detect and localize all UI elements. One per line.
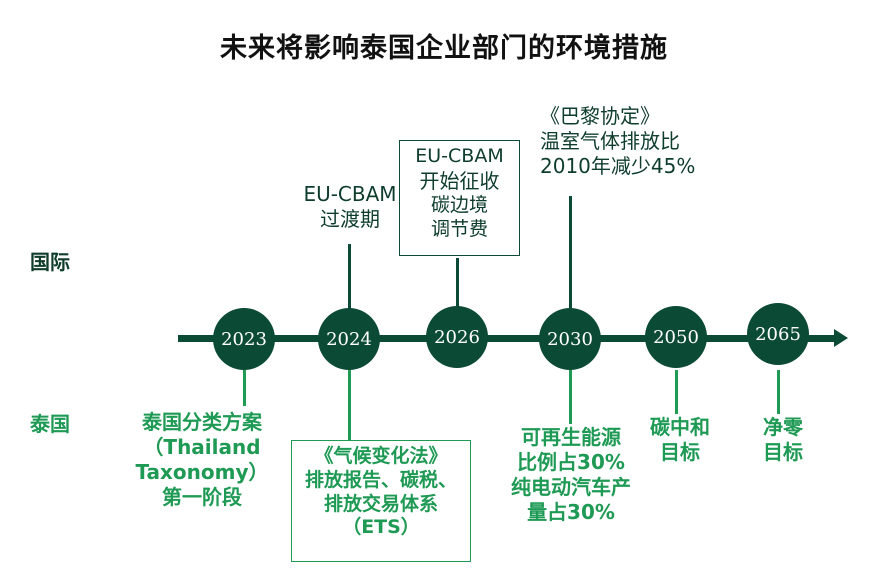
thai-2065-text: 净零 目标 bbox=[748, 415, 818, 465]
thai-2050-text: 碳中和 目标 bbox=[640, 415, 720, 465]
thai-2023-line-2: （Thailand bbox=[143, 435, 261, 459]
thai-2065-line-1: 净零 bbox=[763, 415, 803, 439]
thai-2024-line-3: 排放交易体系 bbox=[323, 492, 438, 515]
year-node-2024: 2024 bbox=[318, 308, 380, 370]
thai-2024-line-2: 排放报告、碳税、 bbox=[304, 468, 457, 491]
year-node-2023: 2023 bbox=[213, 308, 275, 370]
intl-2026-line-2: 开始征收 bbox=[419, 168, 500, 193]
connector-2023-thai bbox=[243, 370, 246, 406]
intl-2024-line-2: 过渡期 bbox=[320, 207, 380, 231]
connector-2050-thai bbox=[675, 370, 678, 414]
thai-2023-line-1: 泰国分类方案 bbox=[142, 410, 262, 434]
international-label: 国际 bbox=[30, 250, 70, 274]
timeline-arrow-icon bbox=[834, 329, 848, 347]
intl-2030-line-3: 2010年减少45% bbox=[540, 154, 696, 178]
intl-2026-box: EU-CBAM 开始征收 碳边境 调节费 bbox=[399, 140, 520, 256]
thai-2023-line-3: Taxonomy） bbox=[135, 460, 269, 484]
intl-2024-line-1: EU-CBAM bbox=[303, 182, 397, 206]
thai-2024-line-4: （ETS） bbox=[342, 516, 420, 539]
year-node-2065: 2065 bbox=[747, 303, 809, 365]
thailand-label: 泰国 bbox=[30, 412, 70, 436]
thai-2030-line-4: 量占30% bbox=[527, 500, 615, 524]
intl-2026-line-4: 调节费 bbox=[430, 217, 488, 240]
intl-2030-text: 《巴黎协定》 温室气体排放比 2010年减少45% bbox=[540, 104, 724, 179]
thai-2023-line-4: 第一阶段 bbox=[162, 485, 242, 509]
intl-2030-line-1: 《巴黎协定》 bbox=[540, 104, 660, 128]
year-node-2030: 2030 bbox=[539, 308, 601, 370]
thai-2030-text: 可再生能源 比例占30% 纯电动汽车产 量占30% bbox=[496, 425, 646, 525]
thai-2023-text: 泰国分类方案 （Thailand Taxonomy） 第一阶段 bbox=[124, 410, 280, 510]
thai-2065-line-2: 目标 bbox=[763, 440, 803, 464]
intl-2024-text: EU-CBAM 过渡期 bbox=[290, 182, 410, 232]
year-node-2050: 2050 bbox=[645, 306, 707, 368]
intl-2026-line-3: 碳边境 bbox=[430, 193, 488, 216]
connector-2065-thai bbox=[777, 370, 780, 414]
intl-2026-line-1: EU-CBAM bbox=[415, 145, 504, 167]
thai-2030-line-3: 纯电动汽车产 bbox=[511, 475, 631, 499]
connector-2024-thai bbox=[348, 370, 351, 440]
thai-2050-line-1: 碳中和 bbox=[650, 415, 710, 439]
thai-2024-line-1: 《气候变化法》 bbox=[314, 445, 448, 467]
connector-2030-intl bbox=[569, 196, 572, 308]
thai-2030-line-1: 可再生能源 bbox=[521, 425, 621, 449]
thai-2030-line-2: 比例占30% bbox=[517, 450, 625, 474]
connector-2030-thai bbox=[569, 370, 572, 424]
timeline-axis bbox=[178, 335, 836, 342]
diagram-title: 未来将影响泰国企业部门的环境措施 bbox=[220, 33, 668, 64]
intl-2030-line-2: 温室气体排放比 bbox=[540, 129, 680, 153]
year-node-2026: 2026 bbox=[426, 306, 488, 368]
thai-2050-line-2: 目标 bbox=[660, 440, 700, 464]
connector-2026-intl bbox=[456, 258, 459, 308]
connector-2024-intl bbox=[348, 244, 351, 310]
thai-2024-box: 《气候变化法》 排放报告、碳税、 排放交易体系 （ETS） bbox=[291, 440, 471, 562]
